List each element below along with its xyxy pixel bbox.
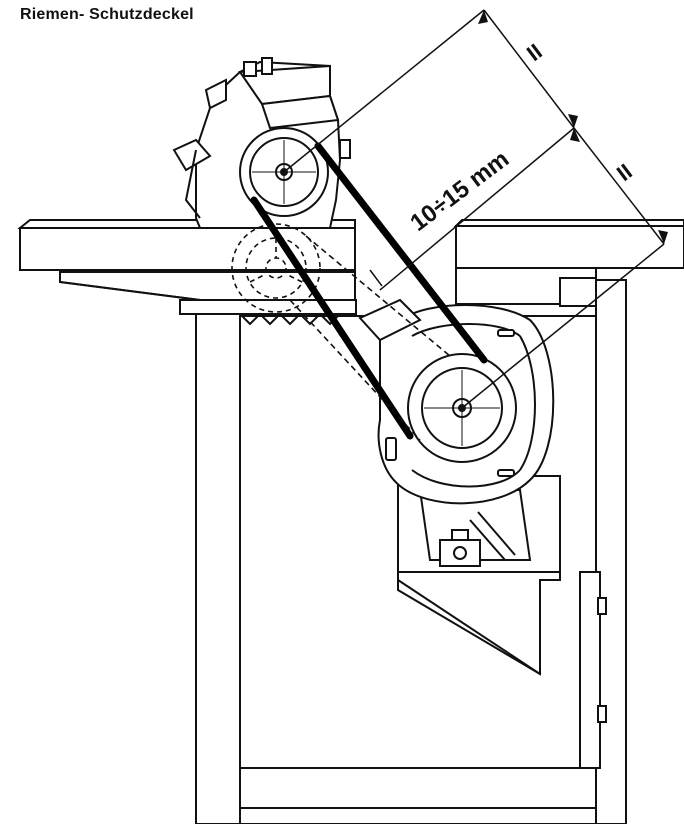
table-top-right (453, 219, 684, 307)
dimension-arrows (478, 10, 668, 244)
alternate-belt-dashed (289, 235, 451, 441)
dimension-lines (283, 9, 665, 409)
parallel-mark-upper: II (522, 39, 547, 66)
drive-belt (250, 142, 488, 440)
figure-caption: Riemen- Schutzdeckel (20, 6, 194, 23)
alternate-pulley-dashed (231, 223, 321, 313)
motor-bracket (397, 475, 561, 676)
